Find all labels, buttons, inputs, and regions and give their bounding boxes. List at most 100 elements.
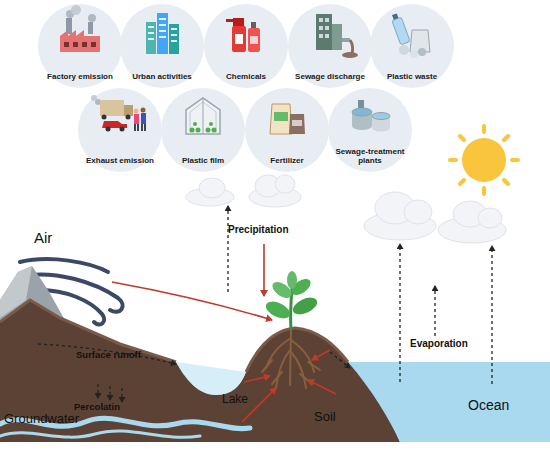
node-text-group: Plastic film [165,156,241,165]
node-text-group: Fertilizer [249,156,325,165]
node-text-group: Exhaust emission [82,156,158,165]
sun [460,136,464,140]
plant-roots [291,340,314,372]
node-text-group: Plastic waste [374,72,450,81]
scene-label: Ocean [468,398,509,413]
scene-label: Air [34,230,52,247]
node-text-group: Sewage-treatment plants [332,147,408,165]
wind-lines [20,259,108,272]
red-flow-arrows [308,380,336,394]
scene-label: Percolatin [74,402,120,412]
cloud [478,208,502,228]
node-text-group: Sewage discharge [292,72,368,81]
red-flow-arrows [312,350,330,360]
source-circle: Chemicals [204,4,288,88]
sun [482,188,486,194]
dotted-flow-arrows [399,244,400,382]
red-flow-arrows [112,282,272,320]
source-label: Exhaust emission [82,156,158,165]
cloud [404,200,432,224]
dotted-flow-arrows [491,246,492,384]
source-label: Sewage discharge [292,72,368,81]
sun [450,158,456,162]
source-circle: Exhaust emission [78,88,162,172]
scene-label: Precipitation [228,224,289,235]
mountain [0,266,66,330]
land-edge [0,300,348,372]
plant-roots [262,360,320,384]
source-circle: Plastic waste [370,4,454,88]
red-flow-arrows [112,244,336,422]
cloud [453,201,487,227]
cloud [438,217,506,243]
dotted-flow-arrows [121,388,122,402]
plant-roots [266,338,291,368]
plant [291,288,292,330]
dotted-flow-arrows [434,286,435,336]
node-text-group: Chemicals [208,72,284,81]
cloud [249,187,301,207]
source-circle: Fertilizer [245,88,329,172]
sun [450,126,518,194]
scene-label: Groundwater [4,412,79,426]
dotted-flow-arrows [97,384,98,398]
dotted-flow-arrows [38,206,492,402]
lake [176,362,246,395]
cloud [186,188,234,206]
plant-roots [276,350,290,388]
sun [482,126,486,132]
scene-label: Soil [314,410,336,424]
source-circle: Factory emission [38,4,122,88]
source-circle: Plastic film [161,88,245,172]
sun [462,138,506,182]
scene-label: Surface runoff [76,350,141,360]
sun [504,136,508,140]
plant [263,298,292,322]
scene-label: Evaporation [410,338,468,349]
plant [289,276,314,298]
source-label: Sewage-treatment plants [332,147,408,165]
mountain [0,266,32,318]
scene-label: Lake [222,393,248,406]
cloud [186,175,506,243]
source-circle: Sewage discharge [288,4,372,88]
source-label: Urban activities [124,72,200,81]
cloud [275,175,295,193]
plant [287,271,297,289]
sun [460,180,464,184]
ocean [348,362,550,442]
plant [263,271,319,330]
sun [504,180,508,184]
dotted-flow-arrows [227,206,228,292]
source-label: Plastic waste [374,72,450,81]
mountain [0,266,66,330]
sun [450,126,518,194]
dotted-flow-arrows [38,344,176,364]
plant-roots [290,330,291,385]
cloud [199,178,225,198]
source-label: Chemicals [208,72,284,81]
dotted-flow-arrows [330,352,350,368]
source-label: Factory emission [42,72,118,81]
cloud [364,212,436,240]
cloud [255,175,281,197]
plant [270,279,295,301]
dotted-flow-arrows [109,386,110,400]
source-label: Fertilizer [249,156,325,165]
source-circle: Urban activities [120,4,204,88]
source-circle: Sewage-treatment plants [328,88,412,172]
plant [290,294,319,318]
wind-lines [40,290,104,324]
wind-lines [22,274,123,311]
cloud [375,192,415,224]
node-text-group: Urban activities [124,72,200,81]
groundwater [0,431,200,437]
sun [512,158,518,162]
wind-lines [20,259,123,324]
land [0,300,400,442]
red-flow-arrows [244,376,270,382]
plant-roots [262,330,320,388]
source-label: Plastic film [165,156,241,165]
node-text-group: Factory emission [42,72,118,81]
